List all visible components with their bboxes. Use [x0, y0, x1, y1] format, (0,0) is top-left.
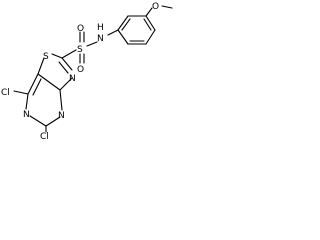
- bond-c7-c7a: [27, 73, 39, 95]
- bond-ring-3: [145, 15, 156, 31]
- bond-n3-c3a: [59, 77, 73, 91]
- bond-nh-ring: [107, 29, 119, 36]
- bond-s1-c2: [51, 53, 63, 59]
- bond-ring-o: [145, 7, 153, 17]
- bond-c7-c7a-double: [32, 78, 42, 96]
- atom-o-sulfonyl-2: O: [77, 65, 84, 75]
- bond-c3a-n4: [59, 89, 63, 111]
- bond-c7a-s1: [37, 57, 45, 75]
- atom-cl-7: Cl: [1, 88, 10, 98]
- bond-ring-1: [117, 15, 129, 31]
- bond-lines: [13, 5, 173, 133]
- bond-c2-n3: [61, 57, 73, 71]
- bond-c5-n6: [29, 115, 47, 127]
- atom-o-methoxy: O: [152, 2, 159, 12]
- bond-c3a-c7a: [37, 73, 61, 91]
- bond-c2-s-sulfonyl: [61, 49, 77, 59]
- bond-ring-3-inner: [143, 18, 152, 31]
- atom-s-thiazole: S: [43, 52, 49, 62]
- bond-ring-6: [117, 29, 129, 45]
- atom-s-sulfonyl: S: [77, 45, 83, 55]
- atom-n-thiazole: N: [69, 74, 76, 84]
- bond-ring-1-inner: [121, 18, 131, 31]
- atom-h-amide: H: [97, 23, 104, 33]
- bond-c2-n3-double: [58, 61, 69, 74]
- atom-n-amide: N: [97, 34, 104, 44]
- bond-ring-4: [145, 29, 156, 45]
- atom-cl-5: Cl: [40, 132, 49, 139]
- bond-n4-c5: [45, 116, 61, 127]
- bond-n6-c7: [25, 93, 29, 110]
- bond-c7-cl: [13, 90, 29, 95]
- atom-o-sulfonyl-1: O: [77, 24, 84, 34]
- bond-o-ch3: [161, 5, 173, 9]
- atom-labels: S N S O O N H O Cl Cl N N: [1, 2, 159, 139]
- atom-n-pyrimidine-6: N: [23, 110, 30, 120]
- chemical-structure: S N S O O N H O Cl Cl N N: [1, 2, 173, 139]
- atom-n-pyrimidine-4: N: [58, 111, 65, 121]
- bond-s-nh: [86, 41, 98, 47]
